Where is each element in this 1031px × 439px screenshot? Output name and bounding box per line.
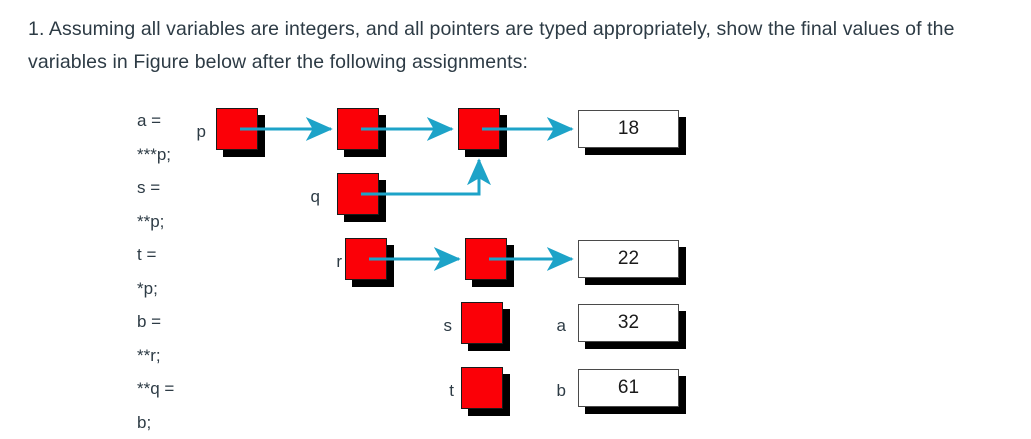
arrow-q-to-p3 [361, 160, 479, 194]
arrow-layer [0, 0, 1031, 424]
pointer-diagram: p 18 q r 22 s a 32 t b 61 [0, 0, 1031, 424]
